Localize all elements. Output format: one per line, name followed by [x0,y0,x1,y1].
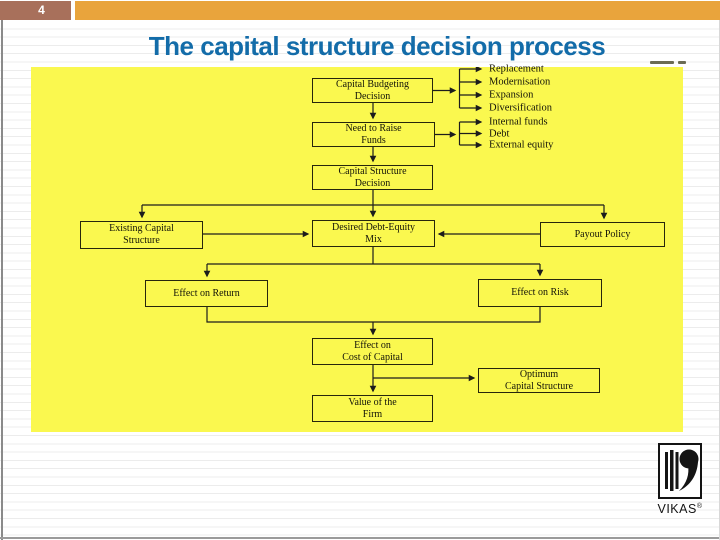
slide-title: The capital structure decision process [148,31,606,61]
branch-item-external-equity: External equity [489,139,554,151]
page-number: 4 [38,3,45,17]
top-right-artifact-mark [650,61,674,64]
node-optimum-capital-structure: Optimum Capital Structure [478,368,600,393]
vikas-logo-text: VIKAS® [654,502,706,516]
branch-item-replacement: Replacement [489,63,544,75]
vikas-brand-name: VIKAS [657,502,697,516]
capital-structure-flowchart-panel: Capital Budgeting Decision Need to Raise… [31,63,683,432]
page-number-box: 4 [0,1,71,20]
branch-item-internal-funds: Internal funds [489,116,548,128]
flowchart-connector-arrows [138,67,608,393]
branch-item-expansion: Expansion [489,89,534,101]
node-existing-capital-structure: Existing Capital Structure [80,221,203,249]
node-effect-on-return: Effect on Return [145,280,268,307]
branch-item-debt: Debt [489,128,510,139]
page-left-edge [1,20,3,540]
node-effect-on-risk: Effect on Risk [478,279,602,307]
branch-item-diversification: Diversification [489,102,552,114]
node-capital-budgeting-decision: Capital Budgeting Decision [312,78,433,103]
header-bar [75,1,720,20]
top-right-artifact-mark [678,61,686,64]
node-capital-structure-decision: Capital Structure Decision [312,165,433,190]
node-payout-policy: Payout Policy [540,222,665,247]
branch-item-modernisation: Modernisation [489,76,551,88]
node-effect-on-cost-of-capital: Effect on Cost of Capital [312,338,433,365]
node-value-of-the-firm: Value of the Firm [312,395,433,422]
node-need-to-raise-funds: Need to Raise Funds [312,122,435,147]
node-desired-debt-equity-mix: Desired Debt-Equity Mix [312,220,435,247]
registered-trademark-symbol: ® [696,502,703,510]
vikas-logo-glyph-icon [664,449,698,491]
page-bottom-edge [0,537,720,539]
vikas-logo-mark [658,443,702,499]
vikas-logo: VIKAS® [654,443,706,516]
